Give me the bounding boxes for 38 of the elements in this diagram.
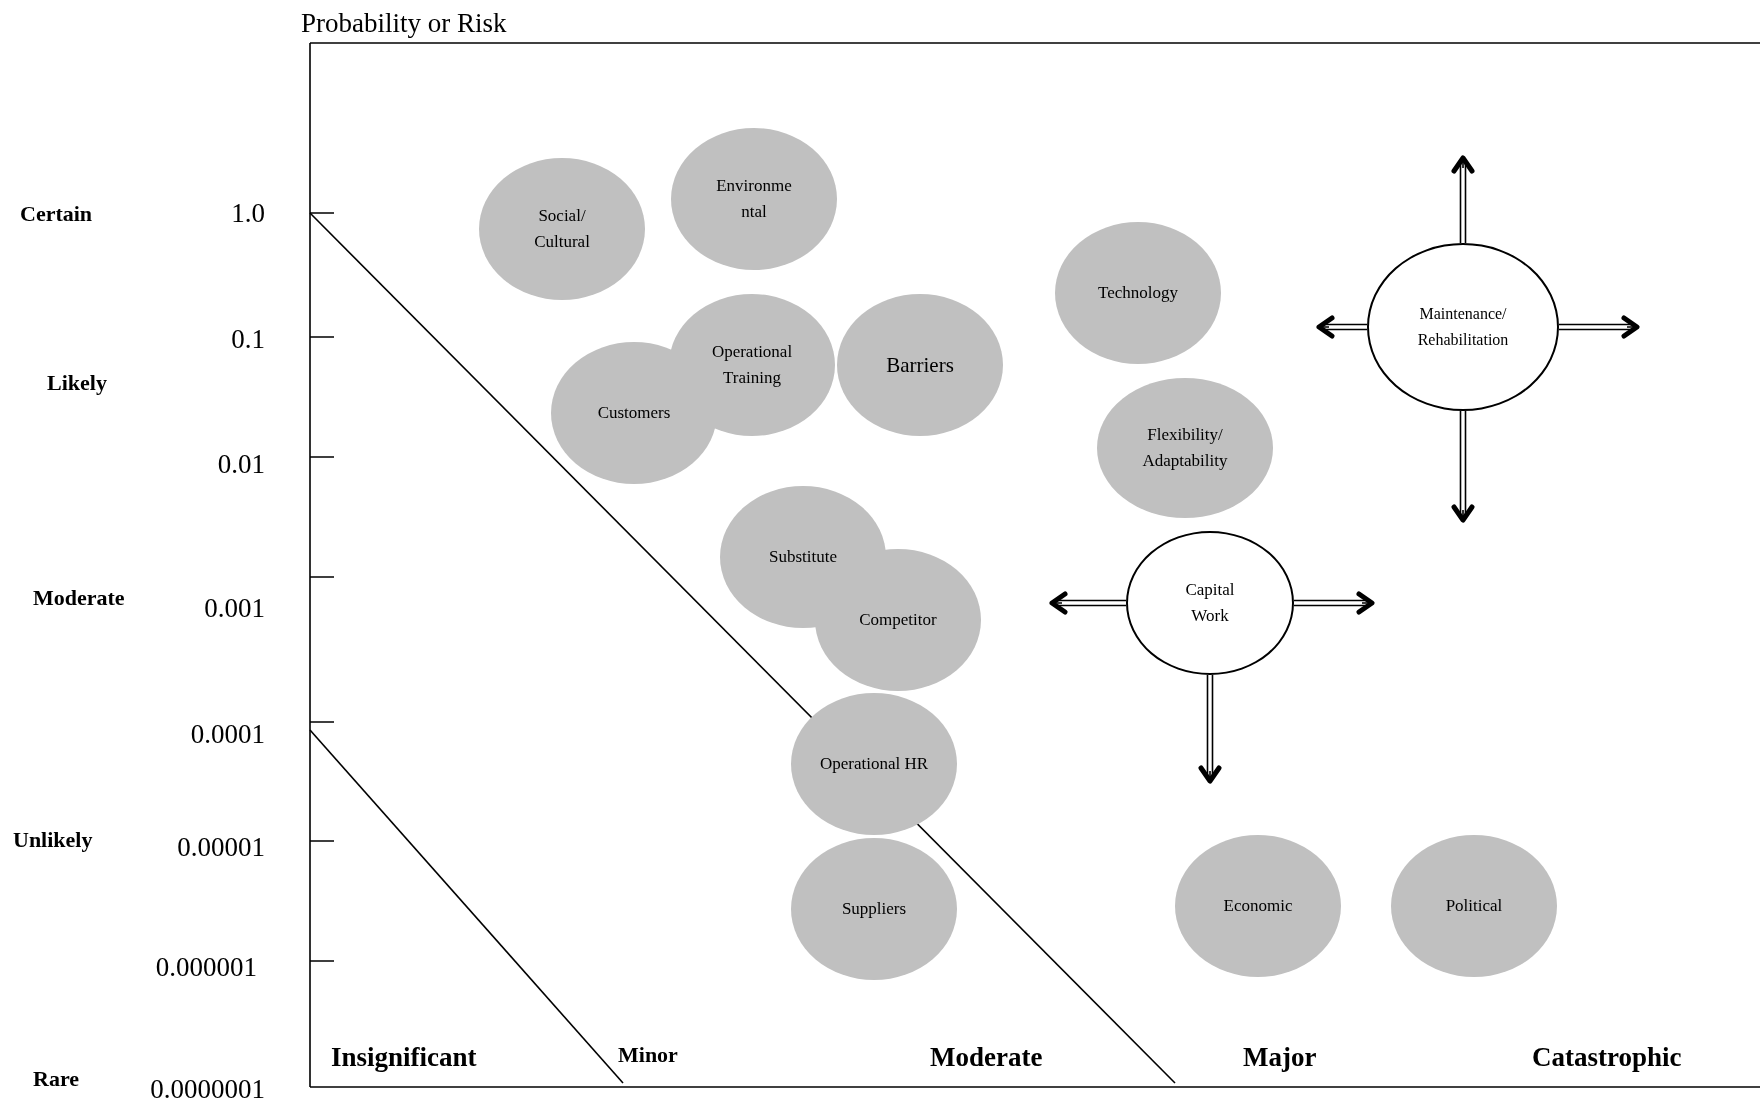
probability-category: Rare — [33, 1068, 80, 1090]
tick-label: 0.0001 — [190, 720, 265, 748]
risk-ellipse: Political — [1391, 835, 1557, 977]
tick-label: 0.000001 — [155, 953, 257, 981]
double-arrow — [1293, 591, 1375, 615]
tick-label: 0.1 — [231, 325, 265, 353]
probability-category: Likely — [47, 372, 107, 394]
impact-category: Moderate — [930, 1043, 1043, 1071]
double-arrow — [1451, 410, 1475, 523]
impact-category: Insignificant — [331, 1043, 477, 1071]
impact-category: Major — [1243, 1043, 1317, 1071]
risk-ellipse: Operational HR — [791, 693, 957, 835]
risk-ellipse: Flexibility/ Adaptability — [1097, 378, 1273, 518]
double-arrow — [1316, 315, 1368, 339]
tick-label: 0.00001 — [177, 833, 265, 861]
tick-label: 0.01 — [217, 450, 265, 478]
probability-category: Unlikely — [13, 829, 93, 851]
risk-ellipse: Operational Training — [669, 294, 835, 436]
double-arrow — [1558, 315, 1640, 339]
probability-category: Certain — [20, 203, 93, 225]
tick-label: 0.0000001 — [150, 1075, 265, 1102]
double-arrow — [1198, 674, 1222, 784]
double-arrow — [1451, 155, 1475, 244]
tick-label: 0.001 — [204, 594, 265, 622]
risk-ellipse: Barriers — [837, 294, 1003, 436]
risk-ellipse: Economic — [1175, 835, 1341, 977]
outlined-ellipse: Capital Work — [1126, 531, 1294, 675]
tick-label: 1.0 — [231, 199, 265, 227]
double-arrow — [1049, 591, 1127, 615]
probability-category: Moderate — [33, 587, 125, 609]
axis-title: Probability or Risk — [301, 10, 507, 37]
risk-ellipse: Suppliers — [791, 838, 957, 980]
outlined-ellipse: Maintenance/ Rehabilitation — [1367, 243, 1559, 411]
impact-category: Minor — [618, 1044, 678, 1066]
risk-ellipse: Environme ntal — [671, 128, 837, 270]
impact-category: Catastrophic — [1532, 1043, 1682, 1071]
risk-ellipse: Social/ Cultural — [479, 158, 645, 300]
risk-ellipse: Technology — [1055, 222, 1221, 364]
